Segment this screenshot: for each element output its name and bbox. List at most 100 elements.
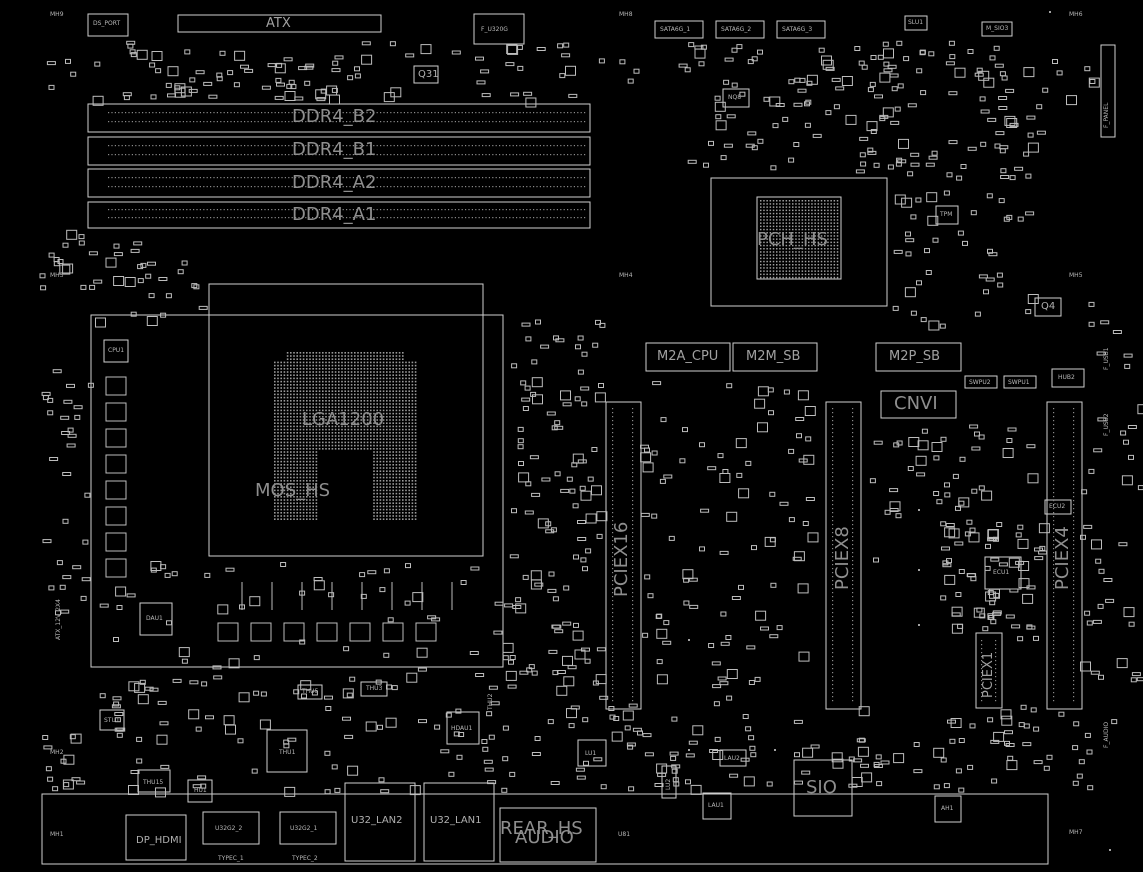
dimm-pin xyxy=(550,112,552,114)
pch-ball xyxy=(804,273,807,276)
cpu-pin xyxy=(274,499,276,501)
dimm-pin xyxy=(376,112,378,114)
dimm-pin xyxy=(199,121,201,123)
pch-ball xyxy=(830,203,832,205)
cpu-pin xyxy=(411,448,414,450)
pcie-pin xyxy=(1053,596,1055,598)
dimm-pin xyxy=(172,177,174,179)
cpu-pin xyxy=(414,489,417,492)
pcie-pin xyxy=(832,692,834,694)
cpu-pin xyxy=(411,364,414,367)
cpu-pin xyxy=(408,409,410,412)
pch-ball xyxy=(772,251,775,253)
cpu-pin xyxy=(411,489,414,492)
cpu-pin xyxy=(302,400,305,402)
cpu-pin xyxy=(405,393,407,396)
cpu-pin xyxy=(338,371,340,373)
cpu-pin xyxy=(360,438,362,440)
cpu-pin xyxy=(274,473,276,476)
cpu-pin xyxy=(395,492,398,495)
ic-part xyxy=(954,67,966,78)
passive-part xyxy=(1036,104,1043,110)
pcie-pin xyxy=(852,504,854,506)
passive-part xyxy=(1004,730,1013,735)
dimm-pin xyxy=(186,145,188,147)
cpu-pin xyxy=(350,380,353,383)
cpu-pin xyxy=(283,377,286,380)
pch-ball xyxy=(833,225,836,228)
cpu-pin xyxy=(382,403,385,405)
cpu-pin xyxy=(315,355,318,357)
cpu-pin xyxy=(299,502,302,504)
pch-ball xyxy=(763,203,765,205)
pch-ball xyxy=(792,200,794,202)
pcie-pin xyxy=(612,536,614,538)
cpu-pin xyxy=(402,400,404,402)
passive-part xyxy=(795,417,805,421)
cpu-pin xyxy=(274,505,276,508)
cpu-pin xyxy=(283,486,286,488)
dimm-pin xyxy=(176,145,178,147)
cpu-pin xyxy=(389,416,391,418)
cpu-pin xyxy=(398,355,401,357)
cpu-pin xyxy=(344,400,346,402)
pcie-pin xyxy=(632,636,634,638)
cpu-pin xyxy=(395,409,398,412)
cpu-pin xyxy=(296,470,298,472)
cpu-pin xyxy=(382,358,385,360)
pch-ball xyxy=(782,276,784,279)
pch-ball xyxy=(801,238,804,240)
pch-ball xyxy=(820,251,823,253)
pch-ball xyxy=(766,200,768,202)
dimm-pin xyxy=(536,186,538,188)
cpu-pin xyxy=(277,438,279,440)
cpu-pin xyxy=(392,428,394,431)
cpu-pin xyxy=(334,406,337,408)
pcie-pin xyxy=(612,664,614,666)
cpu-pin xyxy=(360,448,362,450)
cpu-pin xyxy=(306,464,308,466)
cpu-pin xyxy=(363,361,366,364)
passive-part xyxy=(831,77,841,82)
pch-ball xyxy=(779,251,781,253)
cpu-pin xyxy=(370,390,372,392)
dimm-pin xyxy=(414,154,416,156)
dimm-pin xyxy=(298,209,300,211)
cpu-pin xyxy=(283,412,286,415)
dimm-pin xyxy=(522,145,524,147)
pch-ball xyxy=(763,238,765,240)
cpu-pin xyxy=(302,419,305,421)
cpu-pin xyxy=(274,425,276,428)
dimm-pin xyxy=(179,121,181,123)
dimm-pin xyxy=(431,177,433,179)
cpu-pin xyxy=(280,457,282,460)
passive-part xyxy=(577,335,584,341)
cpu-pin xyxy=(302,384,305,386)
pch-ball xyxy=(760,260,762,263)
passive-part xyxy=(654,783,664,787)
cpu-pin xyxy=(392,508,394,511)
dimm-pin xyxy=(223,145,225,147)
passive-part xyxy=(660,417,667,423)
dimm-pin xyxy=(509,121,511,123)
dimm-pin xyxy=(495,217,497,219)
pcie-pin xyxy=(1053,492,1055,494)
cpu-pin xyxy=(366,396,369,399)
ds-port-box xyxy=(87,13,129,37)
cpu-pin xyxy=(408,518,410,520)
pch-ball xyxy=(817,232,820,234)
pch-ball xyxy=(833,232,836,234)
pcie-pin xyxy=(852,556,854,558)
pcie-pin xyxy=(612,560,614,562)
pcie-pin xyxy=(832,492,834,494)
passive-part xyxy=(550,781,560,785)
cpu-pin xyxy=(290,425,292,428)
pch-ball xyxy=(776,225,778,228)
dimm-pin xyxy=(346,121,348,123)
cpu-pin xyxy=(341,441,343,444)
cpu-pin xyxy=(402,416,404,418)
cpu-pin xyxy=(363,377,366,380)
pch-ball xyxy=(836,206,839,208)
cpu-pin xyxy=(389,435,391,437)
cpu-pin xyxy=(379,425,382,428)
